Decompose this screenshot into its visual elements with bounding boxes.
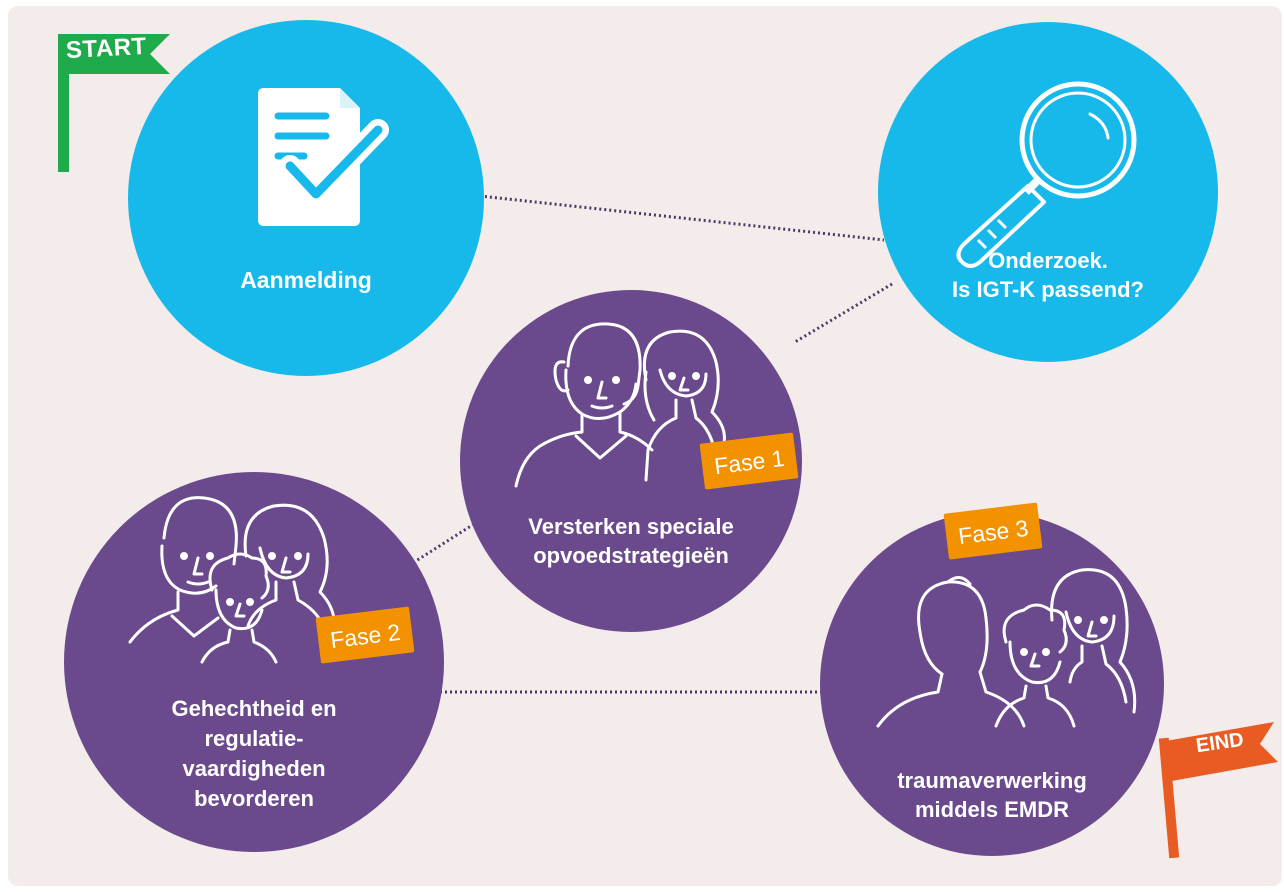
step-fase1-label: Versterken speciale opvoedstrategieën <box>460 512 802 570</box>
step-fase3: traumaverwerking middels EMDR <box>820 512 1164 856</box>
end-flag-icon <box>1158 722 1278 859</box>
start-flag-icon <box>58 34 170 172</box>
step-aanmelding-label: Aanmelding <box>128 266 484 294</box>
step-onderzoek-label: Onderzoek. Is IGT-K passend? <box>878 246 1218 304</box>
step-aanmelding: Aanmelding <box>128 20 484 376</box>
connector-fase1-fase2 <box>407 522 475 568</box>
connector-aanmelding-onderzoek <box>479 194 885 242</box>
step-fase2-label: Gehechtheid en regulatie- vaardigheden b… <box>64 694 444 814</box>
step-label-line: Versterken speciale <box>528 514 734 539</box>
end-flag: EIND <box>1150 712 1280 862</box>
step-label-line: vaardigheden <box>182 756 326 781</box>
therapy-session-icon <box>876 568 1137 728</box>
document-check-icon <box>258 88 389 226</box>
step-label-line: opvoedstrategieën <box>533 543 729 568</box>
step-label-line: middels EMDR <box>914 797 1070 822</box>
step-label-line: Onderzoek. <box>988 248 1108 273</box>
step-label-line: regulatie- <box>204 726 304 751</box>
step-label-line: Aanmelding <box>240 267 372 293</box>
connector-onderzoek-fase1 <box>794 282 893 344</box>
start-flag: START <box>38 14 178 174</box>
step-fase3-label: traumaverwerking middels EMDR <box>820 766 1164 824</box>
step-fase2: Gehechtheid en regulatie- vaardigheden b… <box>64 472 444 852</box>
step-label-line: traumaverwerking <box>897 768 1087 793</box>
step-onderzoek: Onderzoek. Is IGT-K passend? <box>878 22 1218 362</box>
magnifying-glass-icon <box>956 81 1137 268</box>
step-label-line: bevorderen <box>194 786 314 811</box>
step-label-line: Is IGT-K passend? <box>952 277 1144 302</box>
family-icon <box>128 496 337 664</box>
step-label-line: Gehechtheid en <box>171 696 337 721</box>
